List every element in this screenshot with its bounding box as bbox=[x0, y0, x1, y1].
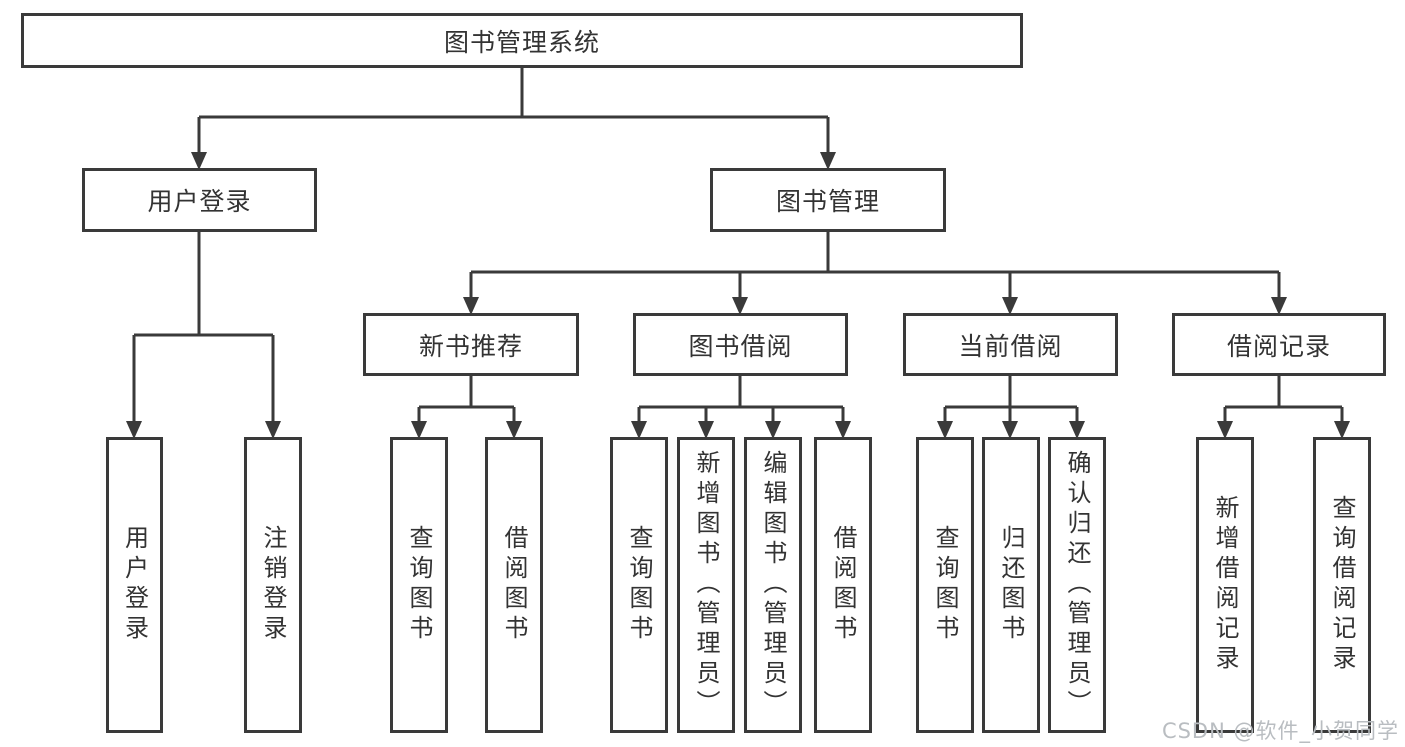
leaf-user-login: 用户登录 bbox=[106, 437, 163, 733]
node-label: 用户登录 bbox=[120, 525, 149, 645]
node-label: 编辑图书（管理员） bbox=[759, 450, 787, 720]
connector-borrow-to-leaves bbox=[631, 376, 851, 439]
node-label: 查询图书 bbox=[405, 525, 433, 645]
node-book-management: 图书管理 bbox=[710, 168, 946, 232]
leaf-add-borrow-record: 新增借阅记录 bbox=[1196, 437, 1254, 733]
leaf-add-book-admin: 新增图书（管理员） bbox=[677, 437, 735, 733]
node-label: 新书推荐 bbox=[418, 331, 523, 361]
leaf-borrow-books-recommend: 借阅图书 bbox=[485, 437, 543, 733]
connector-records-to-leaves bbox=[1217, 376, 1350, 439]
node-label: 查询图书 bbox=[625, 525, 653, 645]
node-book-borrowing: 图书借阅 bbox=[633, 313, 848, 376]
connector-userlogin-to-leaves bbox=[126, 232, 281, 439]
connector-line bbox=[417, 376, 516, 422]
node-label: 借阅图书 bbox=[829, 525, 857, 645]
leaf-confirm-return-admin: 确认归还（管理员） bbox=[1048, 437, 1106, 733]
node-label: 确认归还（管理员） bbox=[1063, 450, 1091, 720]
connector-newbook-to-leaves bbox=[411, 376, 522, 439]
connector-bookmgmt-to-level3 bbox=[463, 232, 1287, 315]
leaf-query-books-recommend: 查询图书 bbox=[390, 437, 448, 733]
leaf-query-books-borrowing: 查询图书 bbox=[610, 437, 668, 733]
node-label: 当前借阅 bbox=[958, 331, 1063, 361]
node-label: 借阅记录 bbox=[1226, 331, 1331, 361]
node-label: 图书管理 bbox=[775, 187, 880, 216]
node-current-borrowing: 当前借阅 bbox=[903, 313, 1118, 376]
connector-root-to-level2 bbox=[191, 68, 836, 170]
node-label: 新增图书（管理员） bbox=[692, 450, 720, 720]
node-new-book-recommend: 新书推荐 bbox=[363, 313, 579, 376]
node-label: 图书借阅 bbox=[688, 331, 793, 361]
connector-line bbox=[637, 376, 845, 422]
node-root-library-system: 图书管理系统 bbox=[21, 13, 1023, 68]
leaf-return-book: 归还图书 bbox=[982, 437, 1040, 733]
node-label: 图书管理系统 bbox=[443, 27, 600, 57]
connector-current-to-leaves bbox=[937, 376, 1085, 439]
leaf-logout: 注销登录 bbox=[244, 437, 302, 733]
node-label: 新增借阅记录 bbox=[1211, 495, 1239, 675]
node-label: 注销登录 bbox=[259, 525, 287, 645]
leaf-query-books-current: 查询图书 bbox=[916, 437, 974, 733]
node-user-login-branch: 用户登录 bbox=[82, 168, 317, 232]
node-label: 归还图书 bbox=[997, 525, 1025, 645]
node-label: 用户登录 bbox=[147, 187, 252, 216]
node-label: 借阅图书 bbox=[500, 525, 528, 645]
connector-line bbox=[943, 376, 1079, 422]
node-borrow-records: 借阅记录 bbox=[1172, 313, 1386, 376]
connector-line bbox=[197, 68, 830, 153]
node-label: 查询借阅记录 bbox=[1328, 495, 1356, 675]
connector-line bbox=[132, 232, 275, 422]
connector-line bbox=[1223, 376, 1344, 422]
leaf-borrow-books: 借阅图书 bbox=[814, 437, 872, 733]
leaf-query-borrow-record: 查询借阅记录 bbox=[1313, 437, 1371, 733]
connector-line bbox=[469, 232, 1281, 298]
csdn-watermark: CSDN @软件_小贺同学 bbox=[1161, 719, 1399, 743]
node-label: 查询图书 bbox=[931, 525, 959, 645]
leaf-edit-book-admin: 编辑图书（管理员） bbox=[744, 437, 802, 733]
